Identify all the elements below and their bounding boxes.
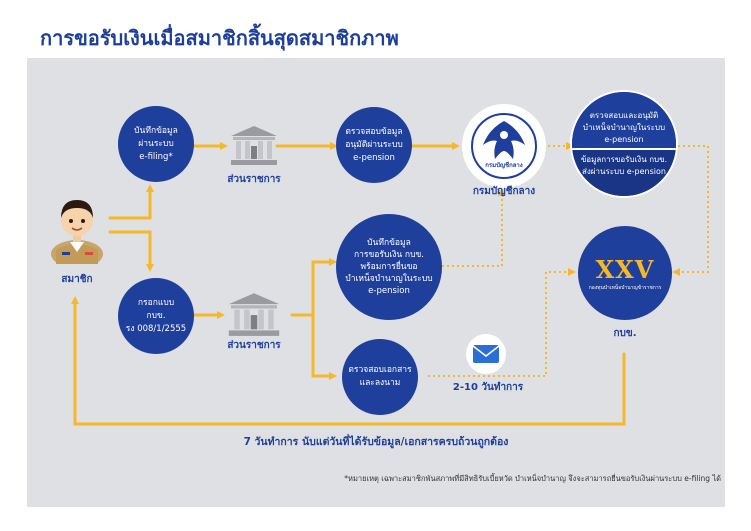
member-label: สมาชิก xyxy=(61,274,93,285)
page-title: การขอรับเงินเมื่อสมาชิกสิ้นสุดสมาชิกภาพ xyxy=(40,26,399,50)
record-pension-step-circle: บันทึกข้อมูล การขอรับเงิน กบข. พร้อมการย… xyxy=(336,214,442,320)
arrow-member-to-paper xyxy=(108,230,154,272)
record-line-3: พร้อมการยื่นขอ xyxy=(360,262,418,272)
gpf-logo-subtitle: กองทุนบำเหน็จบำนาญข้าราชการ xyxy=(588,284,662,291)
agency-building-icon-bottom xyxy=(228,293,280,336)
gpf-logo-mark: XXV xyxy=(595,254,655,284)
paper-line-2: กบข. xyxy=(146,310,166,321)
arrow-result-to-gpf xyxy=(672,145,709,276)
mail-badge xyxy=(466,334,506,374)
docs-line-1: ตรวจสอบเอกสาร xyxy=(348,365,412,375)
result-top-line-2: บำเหน็จบำนาญในระบบ xyxy=(582,123,666,132)
cgd-result-top: ตรวจสอบและอนุมัติ บำเหน็จบำนาญในระบบ e-p… xyxy=(572,92,676,148)
cgd-result-circle: ตรวจสอบและอนุมัติ บำเหน็จบำนาญในระบบ e-p… xyxy=(570,90,678,198)
cgd-seal-text: กรมบัญชีกลาง xyxy=(485,162,523,169)
paper-line-3: รง 008/1/2555 xyxy=(125,323,187,334)
record-line-4: บำเหน็จบำนาญในระบบ xyxy=(345,274,433,284)
result-top-line-3: e-pension xyxy=(604,135,644,144)
paper-form-step-circle: กรอกแบบ กบข. รง 008/1/2555 xyxy=(118,278,194,354)
record-line-5: e-pension xyxy=(368,286,410,296)
verify-line-2: อนุมัติผ่านระบบ xyxy=(345,139,403,150)
member-avatar xyxy=(48,190,106,268)
cgd-result-bottom: ข้อมูลการขอรับเงิน กบข. ส่งผ่านระบบ e-pe… xyxy=(572,150,676,196)
verify-pension-step-circle: ตรวจสอบข้อมูล อนุมัติผ่านระบบ e-pension xyxy=(336,107,412,183)
footer-duration-text: 7 วันทำการ นับแต่วันที่ได้รับข้อมูล/เอกส… xyxy=(243,436,509,448)
mail-duration-label: 2-10 วันทำการ xyxy=(452,382,524,393)
result-bottom-line-2: ส่งผ่านระบบ e-pension xyxy=(582,167,666,176)
member-icon xyxy=(51,200,103,268)
docs-line-2: และลงนาม xyxy=(359,378,401,388)
result-bottom-line-1: ข้อมูลการขอรับเงิน กบข. xyxy=(580,155,668,164)
verify-docs-step-circle: ตรวจสอบเอกสาร และลงนาม xyxy=(342,339,418,415)
record-line-1: บันทึกข้อมูล xyxy=(367,238,411,248)
verify-line-1: ตรวจสอบข้อมูล xyxy=(345,126,403,137)
gpf-label: กบข. xyxy=(613,328,637,339)
agency-bottom-label: ส่วนราชการ xyxy=(227,340,281,351)
arrow-gpf-to-member xyxy=(71,296,626,426)
paper-line-1: กรอกแบบ xyxy=(137,297,175,308)
footnote: *หมายเหตุ เฉพาะสมาชิกพันสภาพที่มีสิทธิรั… xyxy=(344,474,721,483)
efiling-line-2: ผ่านระบบ xyxy=(138,138,174,149)
garuda-seal-icon xyxy=(471,113,537,179)
result-divider xyxy=(572,148,676,150)
cgd-label: กรมบัญชีกลาง xyxy=(472,186,536,197)
efiling-line-3: e-filing* xyxy=(139,151,173,162)
arrow-docs-to-gpf xyxy=(428,268,576,377)
gpf-logo-circle: XXV กองทุนบำเหน็จบำนาญข้าราชการ xyxy=(578,226,672,320)
record-line-2: การขอรับเงิน กบข. xyxy=(354,250,424,260)
envelope-icon xyxy=(472,345,500,363)
arrow-agency-to-docs xyxy=(311,313,337,380)
verify-line-3: e-pension xyxy=(353,152,395,163)
arrow-member-to-efiling xyxy=(108,184,154,220)
arrow-agency-to-record xyxy=(290,258,337,317)
efiling-step-circle: บันทึกข้อมูล ผ่านระบบ e-filing* xyxy=(118,106,194,182)
cgd-seal: กรมบัญชีกลาง xyxy=(462,104,546,188)
efiling-line-1: บันทึกข้อมูล xyxy=(134,125,178,136)
arrow-record-to-cgd xyxy=(442,188,506,267)
result-top-line-1: ตรวจสอบและอนุมัติ xyxy=(589,111,659,120)
agency-top-label: ส่วนราชการ xyxy=(227,174,281,185)
agency-building-icon-top xyxy=(231,126,277,165)
